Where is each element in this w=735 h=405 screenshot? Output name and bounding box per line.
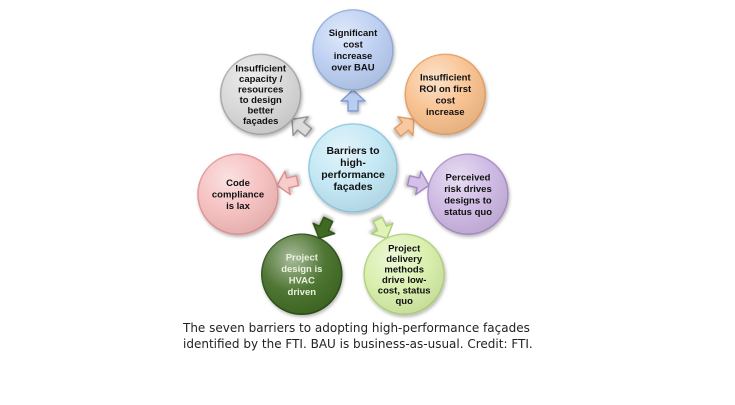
- node-hvac-driven-line-2: design is: [281, 264, 322, 275]
- node-insufficient-capacity-line-4: to design: [240, 95, 282, 106]
- arrows-layer: [276, 89, 430, 240]
- node-project-delivery-line-6: quo: [395, 296, 413, 307]
- center-node-shine: [309, 124, 397, 212]
- node-insufficient-capacity-shine: [220, 54, 301, 135]
- caption-line-1: The seven barriers to adopting high-perf…: [183, 321, 530, 335]
- node-project-delivery-line-4: drive low-: [382, 275, 426, 286]
- node-insufficient-roi-line-4: increase: [426, 107, 465, 118]
- node-hvac-driven-line-3: HVAC: [289, 276, 315, 287]
- arrow-to-insufficient-capacity: [291, 116, 313, 138]
- node-code-compliance-line-2: compliance: [212, 190, 264, 201]
- node-code-compliance-line-1: Code: [226, 178, 250, 189]
- node-perceived-risk-line-1: Perceived: [446, 172, 491, 183]
- node-insufficient-roi-line-3: cost: [436, 96, 456, 107]
- node-significant-cost-line-2: cost: [343, 40, 363, 51]
- node-significant-cost-line-3: increase: [334, 51, 373, 62]
- arrow-to-code-compliance: [276, 170, 300, 196]
- node-insufficient-roi-line-1: Insufficient: [420, 73, 472, 84]
- node-significant-cost-line-4: over BAU: [331, 63, 374, 74]
- node-insufficient-capacity-line-1: Insufficient: [235, 64, 287, 75]
- node-insufficient-capacity-line-5: better: [247, 106, 274, 117]
- node-project-delivery-shine: [364, 234, 445, 315]
- nodes-layer: Barriers tohigh-performancefaçadesSignif…: [197, 9, 509, 316]
- node-insufficient-capacity-line-3: resources: [238, 85, 283, 96]
- node-code-compliance-line-3: is lax: [226, 201, 250, 212]
- center-node-line-4: façades: [333, 181, 372, 193]
- arrow-to-hvac-driven: [312, 216, 336, 240]
- node-hvac-driven-shine: [261, 234, 342, 315]
- center-node-line-2: high-: [340, 157, 366, 169]
- arrow-to-project-delivery: [370, 216, 394, 240]
- figure-caption: The seven barriers to adopting high-perf…: [183, 320, 603, 352]
- node-significant-cost-line-1: Significant: [329, 28, 378, 39]
- node-project-delivery-line-2: delivery: [386, 254, 423, 265]
- node-insufficient-capacity-line-2: capacity /: [239, 74, 283, 85]
- center-node-line-3: performance: [321, 169, 385, 181]
- node-perceived-risk-line-4: status quo: [444, 207, 492, 218]
- node-significant-cost-shine: [313, 10, 393, 90]
- arrow-to-insufficient-roi: [393, 116, 415, 138]
- node-hvac-driven-line-4: driven: [288, 287, 317, 298]
- node-insufficient-roi-line-2: ROI on first: [419, 84, 472, 95]
- node-code-compliance-shine: [198, 154, 278, 235]
- node-insufficient-roi-shine: [405, 54, 486, 135]
- center-node-line-1: Barriers to: [326, 145, 379, 157]
- node-hvac-driven-line-1: Project: [286, 253, 319, 264]
- barriers-diagram: Barriers tohigh-performancefaçadesSignif…: [197, 9, 509, 316]
- caption-line-2: identified by the FTI. BAU is business-a…: [183, 337, 533, 351]
- node-project-delivery-line-5: cost, status: [378, 286, 431, 297]
- node-perceived-risk-line-2: risk drives: [444, 184, 492, 195]
- node-perceived-risk-shine: [428, 154, 508, 235]
- node-project-delivery-line-1: Project: [388, 244, 421, 255]
- node-perceived-risk-line-3: designs to: [444, 195, 492, 206]
- node-insufficient-capacity-line-6: façades: [243, 116, 278, 127]
- arrow-to-perceived-risk: [406, 170, 430, 196]
- node-project-delivery-line-3: methods: [384, 265, 424, 276]
- arrow-to-significant-cost: [340, 89, 366, 112]
